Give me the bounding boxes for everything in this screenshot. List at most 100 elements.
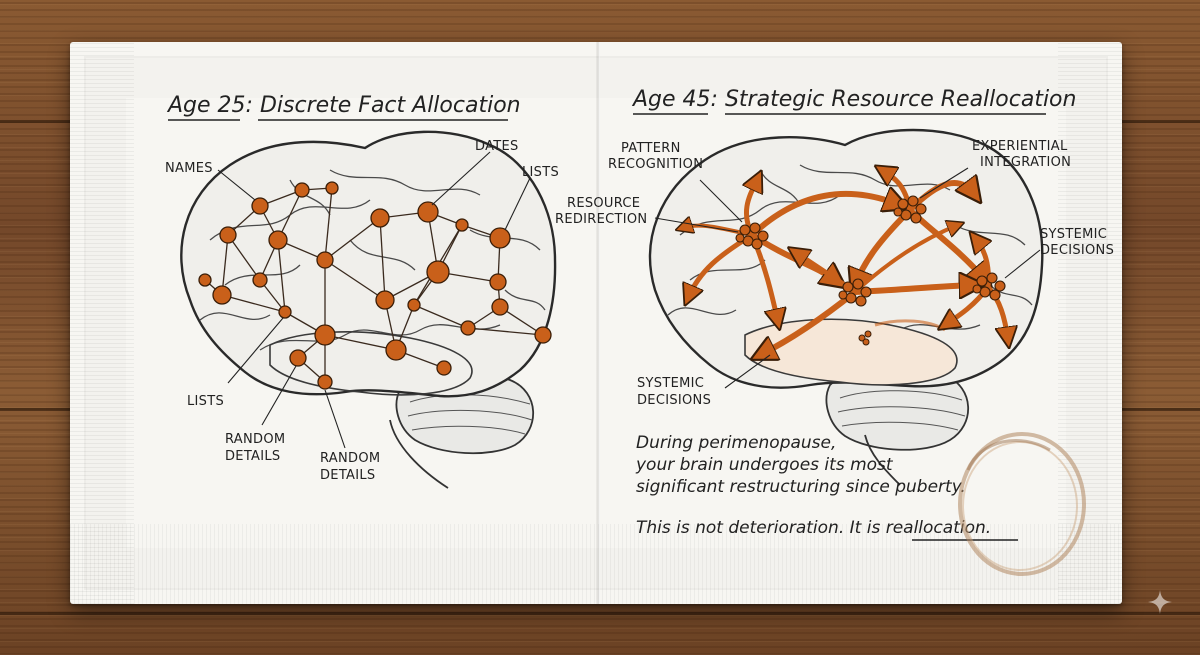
left-brain-stem <box>389 419 449 489</box>
label-names: NAMES <box>165 161 213 176</box>
node <box>278 305 292 319</box>
node <box>268 230 288 250</box>
label-resource-redirection: RESOURCE REDIRECTION <box>555 196 647 227</box>
node <box>385 339 407 361</box>
node <box>212 285 232 305</box>
cluster-node <box>907 195 919 207</box>
napkin-texture-left <box>70 42 134 604</box>
label-line: DETAILS <box>225 449 280 464</box>
right-title-age: Age 45 <box>631 87 711 112</box>
sparkle-icon <box>1148 590 1172 614</box>
label-line: SYSTEMIC <box>1040 227 1107 242</box>
caption-line: your brain undergoes its most <box>635 455 894 475</box>
right-brain-stem <box>864 434 901 486</box>
label-random-details-2: RANDOM DETAILS <box>320 451 385 483</box>
cluster-node <box>972 284 982 294</box>
wood-plank-seam <box>0 612 1200 615</box>
label-line: RESOURCE <box>567 196 640 211</box>
label-line: PATTERN <box>621 141 681 156</box>
cluster-node <box>897 198 909 210</box>
node <box>407 298 421 312</box>
label-line: INTEGRATION <box>980 155 1071 170</box>
arrow <box>760 289 858 355</box>
label-line: SYSTEMIC <box>637 376 704 391</box>
label-line: RECOGNITION <box>608 157 703 172</box>
node <box>219 226 237 244</box>
node <box>289 349 307 367</box>
label-line: DECISIONS <box>637 393 711 408</box>
cluster-node <box>858 334 866 342</box>
cluster-node <box>860 286 872 298</box>
caption: During perimenopause, your brain undergo… <box>635 433 966 497</box>
node <box>417 201 439 223</box>
label-lists-top: LISTS <box>522 165 559 180</box>
arrow <box>853 225 958 294</box>
cluster-node <box>855 295 867 307</box>
cluster-node <box>986 272 998 284</box>
cluster-node <box>749 222 761 234</box>
arrow <box>855 207 913 285</box>
cluster-node <box>893 207 903 217</box>
arrow <box>749 194 900 238</box>
closing-suffix: . <box>986 518 991 538</box>
small-cluster <box>858 330 872 346</box>
node <box>294 182 310 198</box>
label-random-details-1: RANDOM DETAILS <box>225 432 290 464</box>
node <box>316 251 334 269</box>
cluster-node <box>910 212 922 224</box>
label-dates: DATES <box>475 139 519 154</box>
right-title: Age 45: Strategic Resource Reallocation <box>631 87 1076 112</box>
right-cluster-center <box>838 278 872 307</box>
coffee-ring-stain <box>958 432 1086 576</box>
node <box>325 181 339 195</box>
cluster-node <box>735 233 745 243</box>
right-leader-lines <box>654 167 1041 389</box>
cluster-node <box>852 278 864 290</box>
napkin-texture-right <box>1058 42 1122 604</box>
label-line: REDIRECTION <box>555 212 647 227</box>
label-line: EXPERIENTIAL <box>972 139 1068 154</box>
left-network-nodes <box>198 181 552 390</box>
label-experiential-integration: EXPERIENTIAL INTEGRATION <box>972 139 1072 170</box>
right-brain-drawing <box>648 128 1044 486</box>
left-title-age: Age 25 <box>166 93 246 118</box>
label-systemic-decisions-bottom: SYSTEMIC DECISIONS <box>637 376 711 408</box>
label-line: RANDOM <box>225 432 285 447</box>
napkin-fold <box>596 42 600 604</box>
closing-prefix: This is not deterioration. It is <box>636 518 886 538</box>
right-cerebellum-folds <box>837 390 966 431</box>
caption-line: During perimenopause, <box>636 433 836 453</box>
right-cluster-experiential <box>893 195 927 224</box>
node <box>375 290 395 310</box>
right-title-text: : Strategic Resource Reallocation <box>711 87 1077 112</box>
node <box>370 208 390 228</box>
node <box>252 272 268 288</box>
closing-statement: This is not deterioration. It is realloc… <box>636 518 991 538</box>
cluster-node <box>842 281 854 293</box>
node <box>314 324 336 346</box>
cluster-node <box>864 330 872 338</box>
cluster-node <box>838 290 848 300</box>
right-cluster-pattern <box>735 222 769 250</box>
node <box>251 197 269 215</box>
node <box>436 360 452 376</box>
cluster-node <box>757 230 769 242</box>
cluster-node <box>751 238 763 250</box>
caption-line: significant restructuring since puberty. <box>636 477 966 497</box>
cluster-node <box>976 275 988 287</box>
arrow <box>907 183 975 213</box>
node <box>455 218 469 232</box>
label-line: RANDOM <box>320 451 380 466</box>
node <box>534 326 552 344</box>
cluster-node <box>862 338 870 346</box>
node <box>460 320 476 336</box>
node <box>198 273 212 287</box>
node <box>491 298 509 316</box>
label-pattern-recognition: PATTERN RECOGNITION <box>608 141 703 172</box>
node <box>317 374 333 390</box>
node <box>426 260 450 284</box>
label-systemic-decisions-right: SYSTEMIC DECISIONS <box>1040 227 1114 258</box>
right-cluster-systemic <box>972 272 1006 301</box>
node <box>489 227 511 249</box>
